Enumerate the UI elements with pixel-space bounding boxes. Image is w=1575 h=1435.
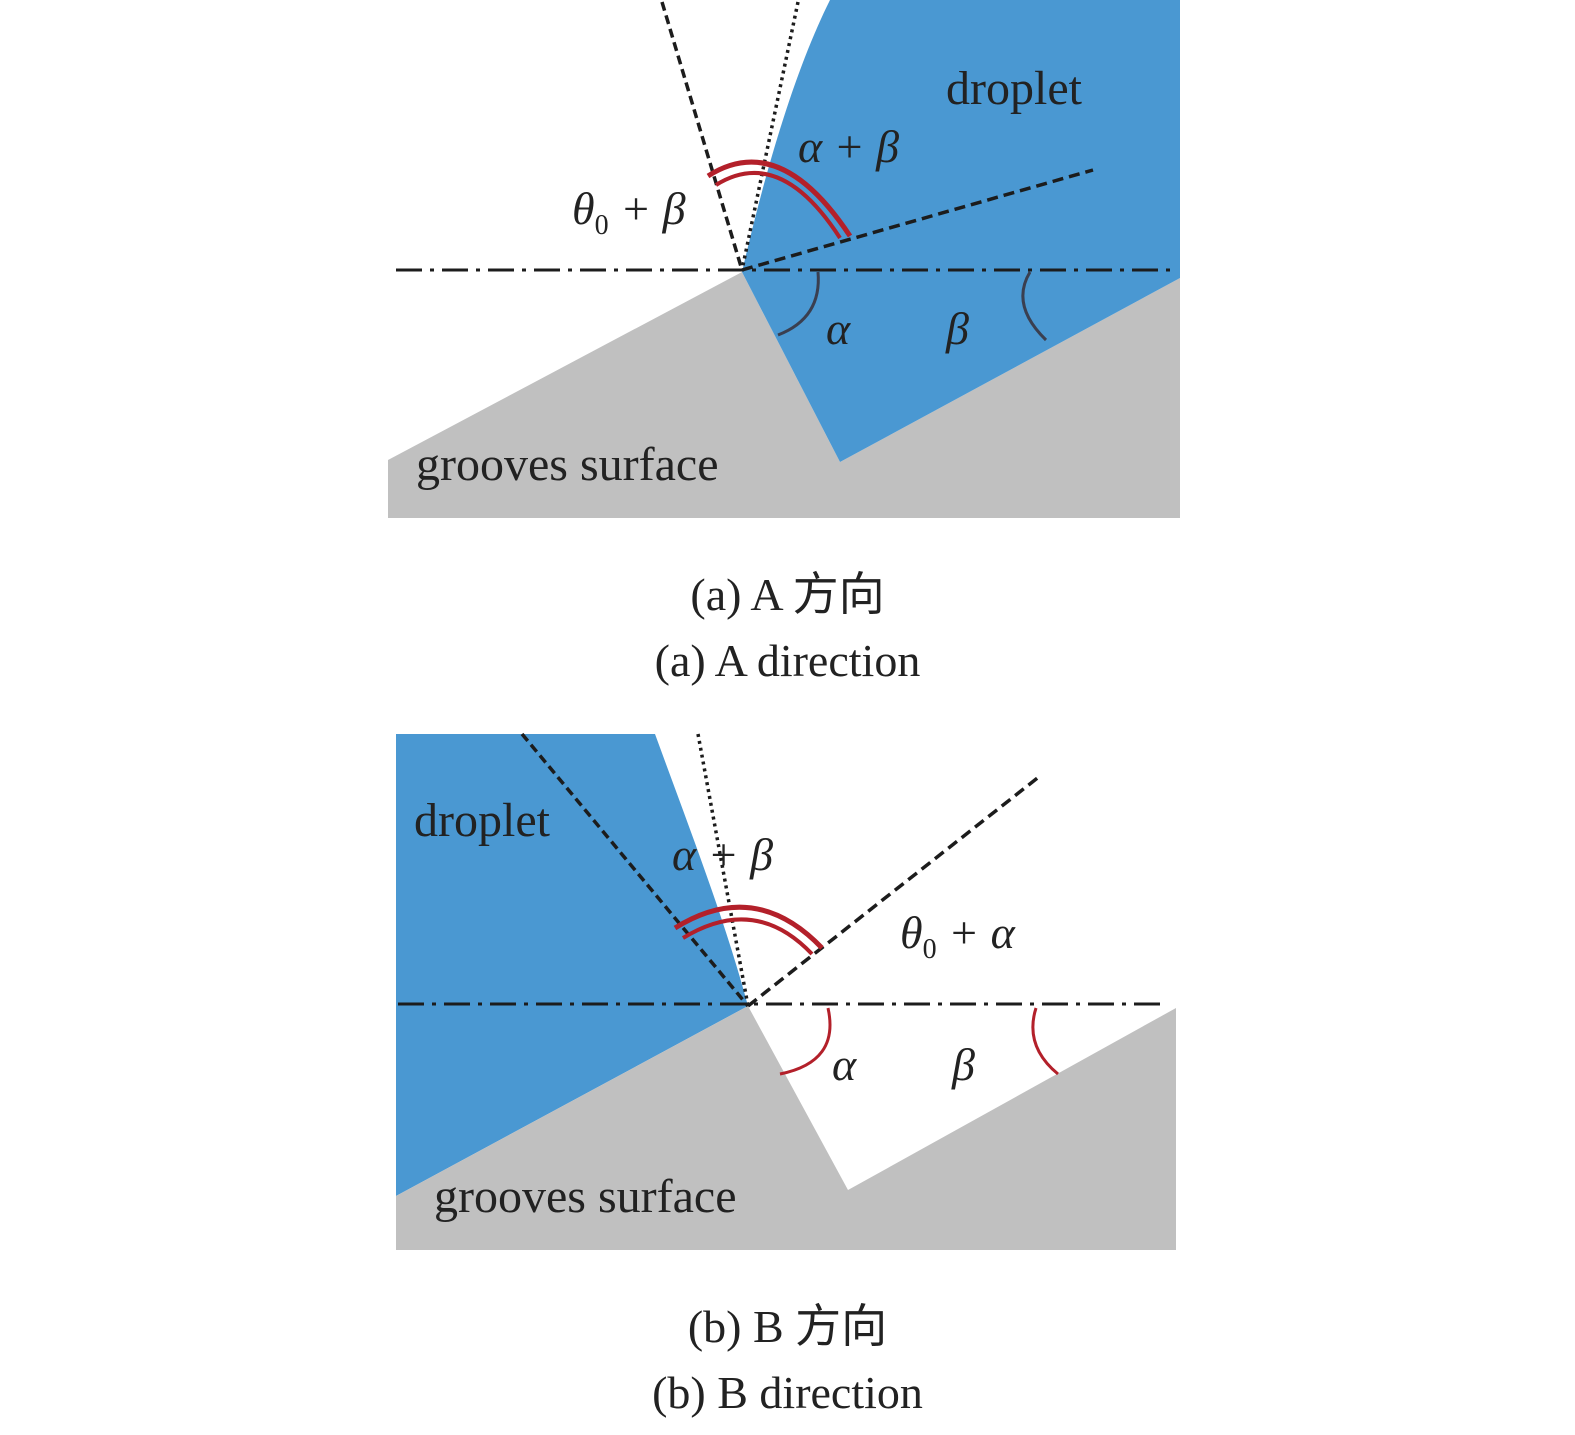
beta-arc — [1031, 1007, 1059, 1076]
caption-a-en: (a) A direction — [654, 635, 921, 686]
panel-b-svg: droplet grooves surface α + β θ0 + α α β — [396, 732, 1176, 1250]
droplet-shape — [396, 734, 748, 1196]
droplet-shape — [742, 0, 1180, 462]
groove-surface — [388, 272, 1180, 518]
beta-label: β — [945, 303, 969, 354]
alpha-arc — [777, 271, 820, 337]
inclined-line — [746, 774, 1042, 1008]
panel-b-diagram: droplet grooves surface α + β θ0 + α α β — [0, 730, 1575, 1260]
alpha-label: α — [826, 303, 851, 354]
alpha-label: α — [832, 1039, 857, 1090]
normal-line — [520, 732, 750, 1008]
contact-angle-arc — [706, 159, 853, 238]
caption-b-cn: (b) B 方向 — [687, 1301, 888, 1352]
droplet-label: droplet — [946, 62, 1083, 115]
contact-angle-arc-inner — [681, 917, 814, 956]
caption-a-cn: (a) A 方向 — [690, 569, 885, 620]
contact-angle-arc — [673, 904, 824, 950]
panel-a-svg: droplet grooves surface α + β θ0 + β α β — [388, 0, 1180, 518]
droplet-label: droplet — [414, 794, 551, 847]
angle-top-label: α + β — [798, 121, 899, 172]
angle-top-label: α + β — [672, 829, 773, 880]
beta-arc — [1021, 271, 1048, 342]
inclined-line — [741, 168, 1094, 272]
normal-line — [660, 1, 744, 271]
surface-label: grooves surface — [416, 438, 719, 491]
angle-right-label: θ0 + α — [900, 907, 1016, 965]
surface-label: grooves surface — [434, 1170, 737, 1223]
beta-label: β — [951, 1039, 975, 1090]
angle-left-label: θ0 + β — [572, 183, 686, 241]
caption-b-en: (b) B direction — [652, 1367, 923, 1418]
groove-surface — [396, 1006, 1176, 1250]
contact-angle-arc-inner — [714, 171, 842, 240]
alpha-arc — [779, 1007, 832, 1076]
panel-a-diagram: droplet grooves surface α + β θ0 + β α β — [0, 0, 1575, 540]
